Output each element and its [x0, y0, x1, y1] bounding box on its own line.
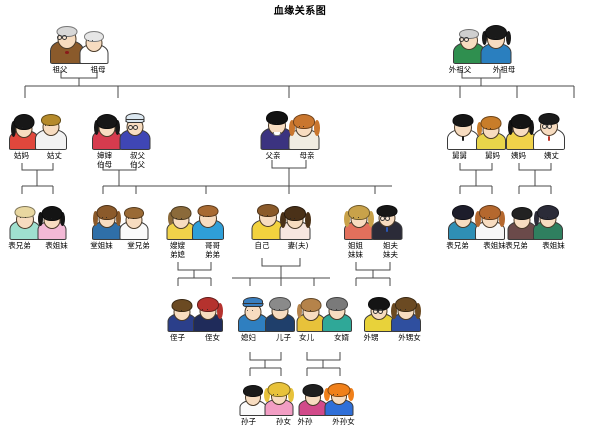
portrait-nephew-niece-sister [352, 288, 432, 332]
node-grandchildren-maternal[interactable]: 外孙外孙女 [286, 378, 366, 426]
portrait-daughter-and-son-in-law [286, 288, 362, 332]
node-brother-couple[interactable]: 嫂嫂哥哥 弟媳弟弟 [157, 196, 233, 259]
node-grandchildren-paternal[interactable]: 孙子孙女 [228, 378, 304, 426]
node-maternal-uncle-couple[interactable]: 舅舅舅妈 [438, 104, 514, 160]
portrait-brother-couple [157, 196, 233, 240]
label-son-and-daughter-in-law: 媳妇儿子 [241, 333, 291, 342]
portrait-maternal-aunt-couple [497, 104, 573, 150]
label-cousins-maternal-uncle: 表兄弟表姐妹 [446, 241, 506, 250]
node-nephew-niece-sister[interactable]: 外甥外甥女 [352, 288, 432, 342]
label-daughter-and-son-in-law: 女儿女婿 [299, 333, 349, 342]
label-paternal-aunt-couple: 姑妈姑丈 [14, 151, 62, 160]
label-cousins-paternal-aunt: 表兄弟表姐妹 [8, 241, 68, 250]
label-grandchildren-maternal: 外孙外孙女 [297, 417, 355, 426]
label-self-and-spouse: 自己妻(夫) [254, 241, 309, 250]
portrait-paternal-aunt-couple [0, 104, 76, 150]
node-cousins-paternal-aunt[interactable]: 表兄弟表姐妹 [0, 196, 76, 250]
portrait-paternal-uncle-couple [83, 104, 159, 150]
label-maternal-aunt-couple: 姨妈姨丈 [511, 151, 559, 160]
portrait-son-and-daughter-in-law [228, 288, 304, 332]
label-cousins-paternal-uncle: 堂姐妹堂兄弟 [90, 241, 150, 250]
label-cousins-maternal-aunt: 表兄弟表姐妹 [505, 241, 565, 250]
node-nephew-niece-brother[interactable]: 侄子侄女 [157, 288, 233, 342]
portrait-cousins-maternal-uncle [438, 196, 514, 240]
portrait-maternal-uncle-couple [438, 104, 514, 150]
node-paternal-aunt-couple[interactable]: 姑妈姑丈 [0, 104, 76, 160]
portrait-self-and-spouse [243, 194, 319, 240]
node-parents[interactable]: 父亲母亲 [252, 100, 328, 160]
node-cousins-maternal-uncle[interactable]: 表兄弟表姐妹 [438, 196, 514, 250]
node-paternal-grandparents[interactable]: 祖父祖母 [34, 16, 124, 74]
node-sister-couple[interactable]: 姐姐姐夫 妹妹妹夫 [335, 196, 411, 259]
node-paternal-uncle-couple[interactable]: 婶婶叔父 伯母伯父 [83, 104, 159, 169]
label-parents: 父亲母亲 [265, 151, 315, 160]
portrait-cousins-paternal-uncle [82, 196, 158, 240]
label-paternal-grandparents: 祖父祖母 [52, 65, 106, 74]
portrait-parents [252, 100, 328, 150]
portrait-cousins-maternal-aunt [497, 196, 573, 240]
node-maternal-grandparents[interactable]: 外祖父外祖母 [436, 16, 528, 74]
node-self-and-spouse[interactable]: 自己妻(夫) [243, 194, 319, 250]
label-sister-couple: 姐姐姐夫 妹妹妹夫 [348, 241, 398, 259]
portrait-paternal-grandparents [34, 16, 124, 64]
node-cousins-paternal-uncle[interactable]: 堂姐妹堂兄弟 [82, 196, 158, 250]
portrait-maternal-grandparents [436, 16, 528, 64]
label-maternal-grandparents: 外祖父外祖母 [448, 65, 516, 74]
portrait-nephew-niece-brother [157, 288, 233, 332]
page-title: 血缘关系图 [273, 6, 327, 17]
portrait-grandchildren-paternal [228, 378, 304, 416]
label-grandchildren-paternal: 孙子孙女 [241, 417, 291, 426]
node-maternal-aunt-couple[interactable]: 姨妈姨丈 [497, 104, 573, 160]
node-cousins-maternal-aunt[interactable]: 表兄弟表姐妹 [497, 196, 573, 250]
label-nephew-niece-brother: 侄子侄女 [170, 333, 220, 342]
portrait-sister-couple [335, 196, 411, 240]
portrait-grandchildren-maternal [286, 378, 366, 416]
label-maternal-uncle-couple: 舅舅舅妈 [452, 151, 500, 160]
portrait-cousins-paternal-aunt [0, 196, 76, 240]
label-paternal-uncle-couple: 婶婶叔父 伯母伯父 [97, 151, 145, 169]
node-daughter-and-son-in-law[interactable]: 女儿女婿 [286, 288, 362, 342]
label-brother-couple: 嫂嫂哥哥 弟媳弟弟 [170, 241, 220, 259]
label-nephew-niece-sister: 外甥外甥女 [363, 333, 421, 342]
node-son-and-daughter-in-law[interactable]: 媳妇儿子 [228, 288, 304, 342]
